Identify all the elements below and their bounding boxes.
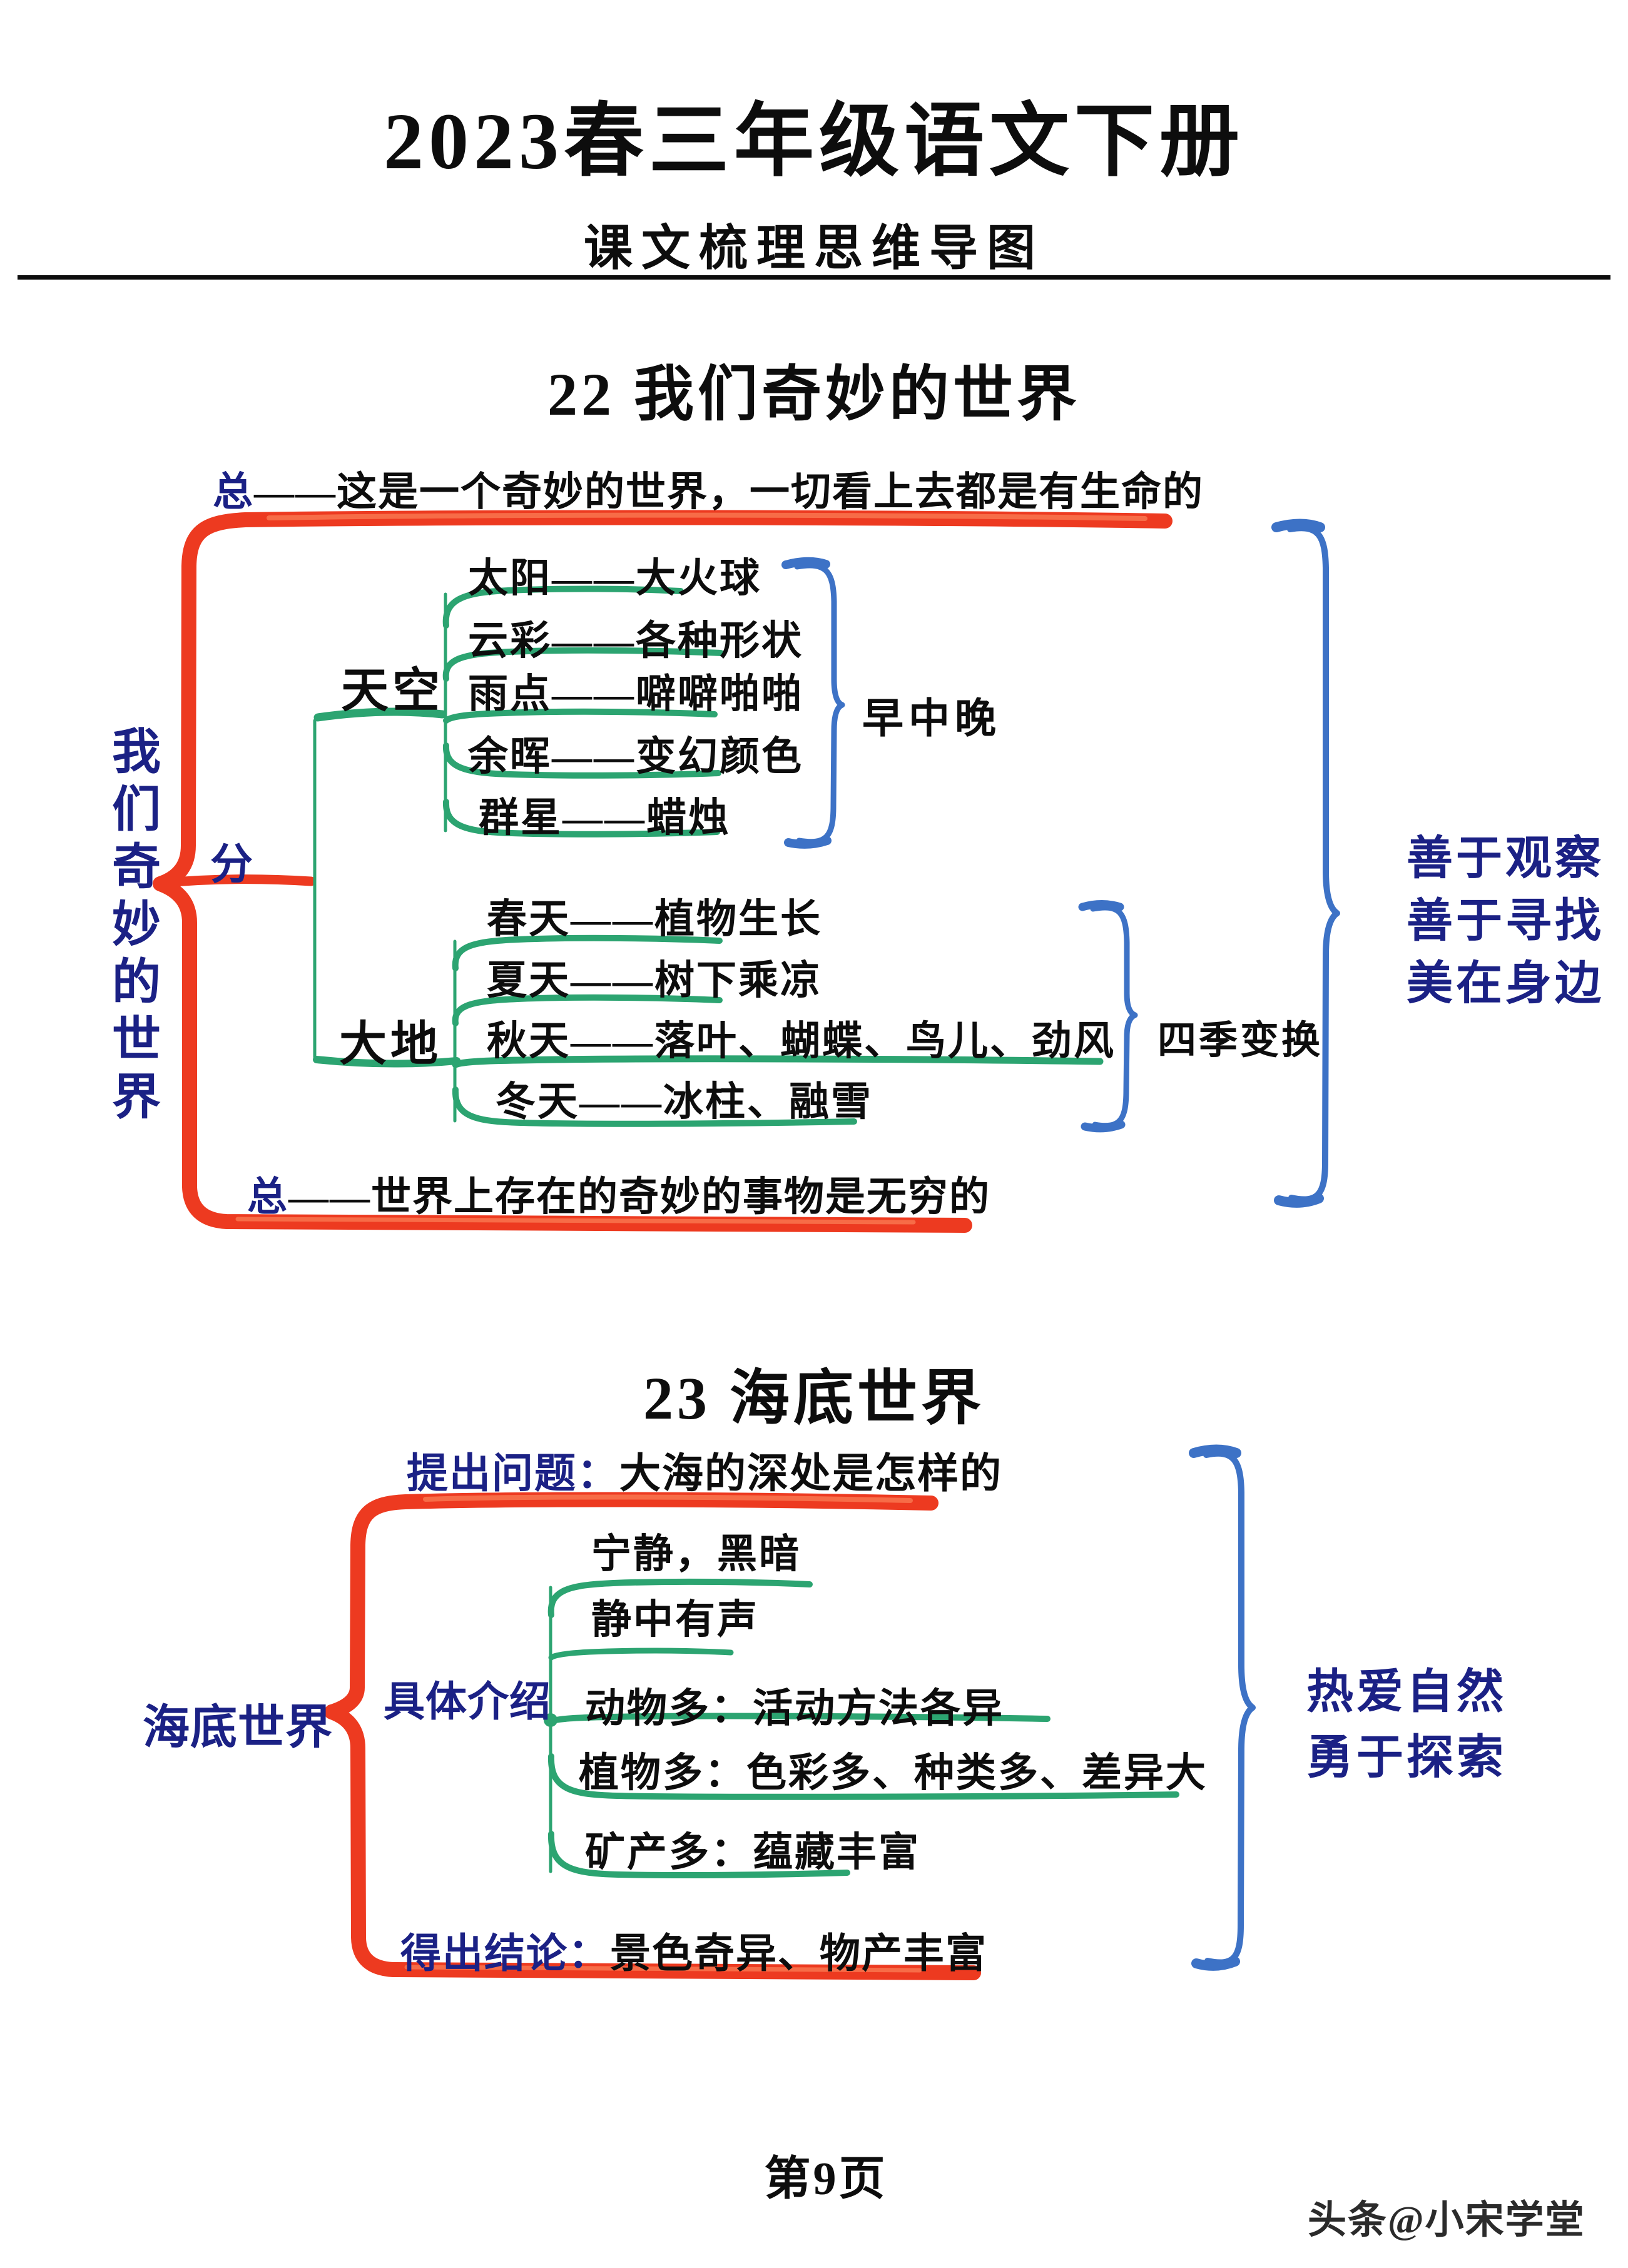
earth-item-0: 春天——植物生长 [487, 897, 822, 941]
lesson23-right-brace-top-dab [1189, 1444, 1241, 1458]
sky-item-4: 群星——蜡烛 [479, 796, 730, 840]
lesson23-underline-1 [547, 1578, 813, 1618]
seasons-brace-top-dab [1078, 900, 1124, 911]
lesson22-branch-connector [156, 874, 316, 888]
lesson23-item-2: 动物多：活动方法各异 [585, 1686, 1004, 1731]
lesson22-takeaway-line-1: 善于观察 [1407, 831, 1604, 885]
sky-item-0: 太阳——大火球 [468, 556, 761, 600]
lesson22-root-label: 我们奇妙的世界 [104, 726, 160, 1128]
lesson23-underline-4 [547, 1753, 1179, 1800]
sky-underline-3 [443, 708, 718, 724]
conclusion-text: 景色奇异、物产丰富 [610, 1931, 988, 1977]
lesson23-junction-dot [544, 1713, 557, 1727]
seasons-brace-bottom-dab [1081, 1120, 1126, 1133]
lesson22-takeaway-line-3: 美在身边 [1407, 956, 1604, 1010]
lesson23-right-brace [1189, 1444, 1256, 1971]
conclusion-line: 得出结论：景色奇异、物产丰富 [400, 1920, 987, 1979]
earth-item-3: 冬天——冰柱、融雪 [496, 1080, 873, 1124]
question-line: 提出问题：大海的深处是怎样的 [407, 1440, 1002, 1500]
question-label: 提出问题： [407, 1451, 619, 1497]
sky-underline-5 [442, 799, 720, 838]
question-text: 大海的深处是怎样的 [619, 1451, 1002, 1497]
sky-label: 天空 [341, 665, 444, 717]
lesson23-takeaway-line-1: 热爱自然 [1306, 1664, 1507, 1719]
lesson23-red-brace [324, 1492, 981, 1980]
lesson23-takeaway: 热爱自然 勇于探索 [1306, 1659, 1507, 1790]
sky-underline-1 [442, 585, 684, 629]
sky-underline-2 [442, 647, 724, 682]
lesson23-root-label: 海底世界 [143, 1699, 333, 1754]
lesson22-right-brace [1271, 519, 1340, 1208]
sky-item-1: 云彩——各种形状 [468, 619, 803, 663]
lesson22-takeaway: 善于观察 善于寻找 美在身边 [1407, 827, 1604, 1015]
detail-label: 具体介绍 [384, 1679, 551, 1725]
lesson23-red-highlight-top [423, 1494, 913, 1503]
lesson23-red-highlight-bottom [404, 1965, 922, 1973]
earth-branch-lines [452, 934, 1104, 1127]
lesson22-title: 22 我们奇妙的世界 [547, 361, 1081, 428]
lesson23-underline-2 [548, 1648, 734, 1661]
lesson22-red-highlight-bottom [235, 1217, 916, 1225]
earth-item-2: 秋天——落叶、蝴蝶、鸟儿、劲风 [487, 1019, 1116, 1063]
lesson23-item-1: 静中有声 [591, 1597, 759, 1642]
lesson23-item-0: 宁静，黑暗 [591, 1532, 801, 1576]
lesson22-bottom-summary-label: 总 [247, 1175, 288, 1219]
branch-label: 分 [210, 841, 253, 888]
lesson23-takeaway-line-2: 勇于探索 [1306, 1729, 1507, 1785]
lesson23-red-brace-path [324, 1492, 981, 1980]
earth-item-1: 夏天——树下乘凉 [487, 958, 822, 1003]
lesson23-underline-5 [547, 1831, 850, 1878]
lesson22-top-summary-label: 总 [213, 470, 254, 514]
sky-item-2: 雨点——噼噼啪啪 [468, 672, 803, 716]
sky-blue-brace [781, 557, 845, 849]
lesson23-green-branches [544, 1578, 1179, 1878]
lesson22-takeaway-line-2: 善于寻找 [1407, 894, 1604, 948]
lesson22-top-summary-text: ——这是一个奇妙的世界，一切看上去都是有生命的 [254, 470, 1204, 514]
lesson22-right-brace-path [1287, 525, 1340, 1203]
sky-underline-4 [442, 742, 721, 779]
page-subtitle: 课文梳理思维导图 [583, 221, 1045, 275]
earth-label-underline [313, 1056, 460, 1068]
earth-label: 大地 [339, 1018, 442, 1071]
seasons-blue-brace [1078, 900, 1138, 1133]
sky-brace-bottom-dab [784, 836, 832, 849]
lesson22-right-brace-top-dab [1271, 519, 1325, 532]
header-divider [18, 275, 1610, 280]
lesson23-title: 23 海底世界 [643, 1365, 985, 1432]
lesson23-underline-3 [548, 1713, 1051, 1724]
watermark: 头条@小宋学堂 [1308, 2199, 1585, 2242]
lesson23-item-4: 矿产多：蕴藏丰富 [585, 1830, 920, 1875]
lesson22-right-brace-bottom-dab [1274, 1193, 1324, 1208]
sky-label-underline [313, 707, 447, 722]
lesson23-right-brace-path [1203, 1450, 1256, 1966]
earth-underline-1 [452, 934, 723, 971]
page-title: 2023春三年级语文下册 [383, 97, 1245, 186]
earth-underline-4 [452, 1086, 857, 1127]
seasons-brace-label: 四季变换 [1157, 1020, 1323, 1062]
lesson23-item-3: 植物多：色彩多、种类多、差异大 [579, 1751, 1208, 1795]
lesson22-green-split [313, 707, 460, 1068]
seasons-brace-path [1090, 904, 1138, 1129]
lesson22-bottom-summary: 总——世界上存在的奇妙的事物是无穷的 [247, 1165, 990, 1222]
lesson23-right-brace-bottom-dab [1191, 1957, 1240, 1971]
sky-brace-path [794, 562, 845, 845]
earth-underline-3 [452, 1055, 1104, 1068]
sky-brace-top-dab [781, 557, 830, 569]
conclusion-label: 得出结论： [400, 1931, 611, 1977]
lesson22-bottom-summary-text: ——世界上存在的奇妙的事物是无穷的 [288, 1175, 990, 1219]
sky-brace-label: 早中晚 [862, 696, 1001, 742]
sky-item-3: 余晖——变幻颜色 [468, 734, 803, 779]
sky-branch-lines [442, 585, 724, 838]
lesson22-top-summary: 总——这是一个奇妙的世界，一切看上去都是有生命的 [213, 460, 1204, 517]
lesson22-red-brace [153, 510, 1173, 1233]
lesson22-red-highlight-top [267, 512, 1147, 521]
earth-underline-2 [452, 994, 723, 1026]
page-number: 第9页 [764, 2154, 888, 2205]
